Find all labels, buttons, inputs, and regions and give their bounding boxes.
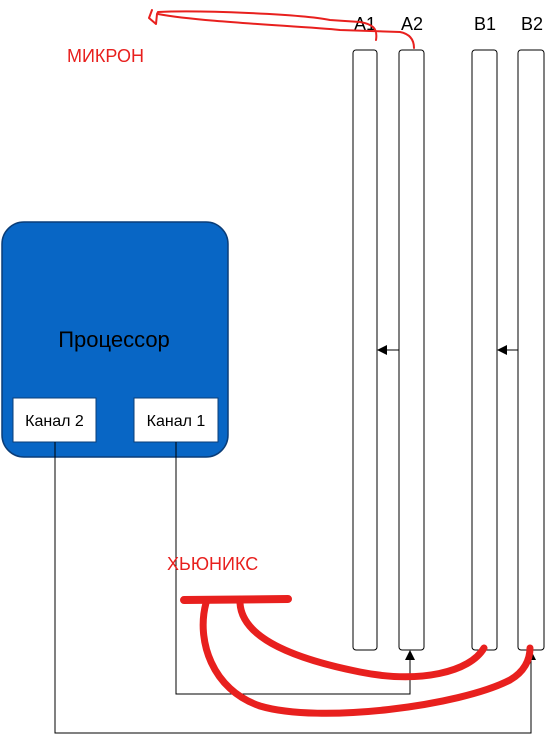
channel-2-label: Канал 2 — [25, 413, 84, 430]
bottom-brand-label: ХЬЮНИКС — [167, 554, 258, 574]
slot-b2-label: B2 — [521, 14, 543, 34]
processor-title: Процессор — [58, 327, 170, 352]
channel-2-wire — [54, 442, 532, 734]
slot-a2-label: A2 — [401, 14, 423, 34]
bottom-brand-scribble-b2 — [199, 599, 534, 717]
channel-1-box — [133, 397, 219, 443]
channel-1-label: Канал 1 — [147, 413, 206, 430]
slot-b2 — [517, 49, 545, 651]
top-brand-scribble — [148, 9, 415, 49]
slot-a2 — [398, 49, 425, 651]
slot-b1 — [471, 49, 498, 651]
channel-2-box — [12, 397, 97, 443]
slot-b1-label: B1 — [474, 14, 496, 34]
slot-a1 — [352, 49, 378, 651]
top-brand-label: МИКРОН — [67, 46, 144, 66]
bottom-brand-scribble-b1 — [236, 599, 488, 681]
bottom-brand-bar — [180, 595, 292, 604]
